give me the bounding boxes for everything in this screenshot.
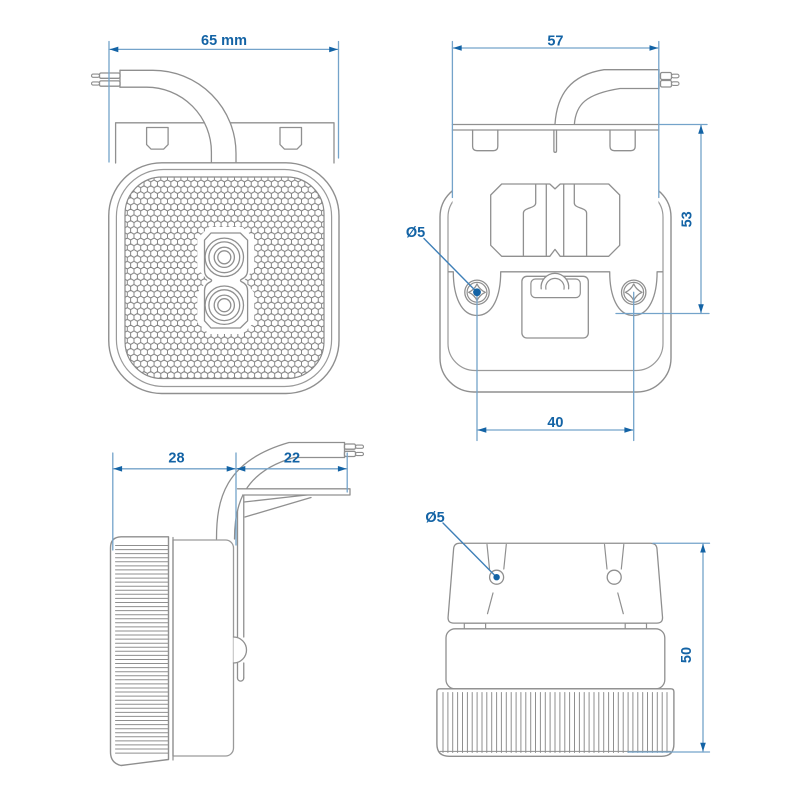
svg-text:28: 28 [168, 451, 184, 467]
svg-text:22: 22 [284, 451, 300, 467]
svg-text:50: 50 [679, 647, 695, 663]
svg-text:65 mm: 65 mm [201, 33, 247, 49]
svg-text:Ø5: Ø5 [425, 510, 444, 526]
svg-text:53: 53 [680, 211, 696, 227]
svg-text:Ø5: Ø5 [406, 225, 425, 241]
svg-text:57: 57 [547, 34, 563, 50]
svg-text:40: 40 [547, 415, 563, 431]
